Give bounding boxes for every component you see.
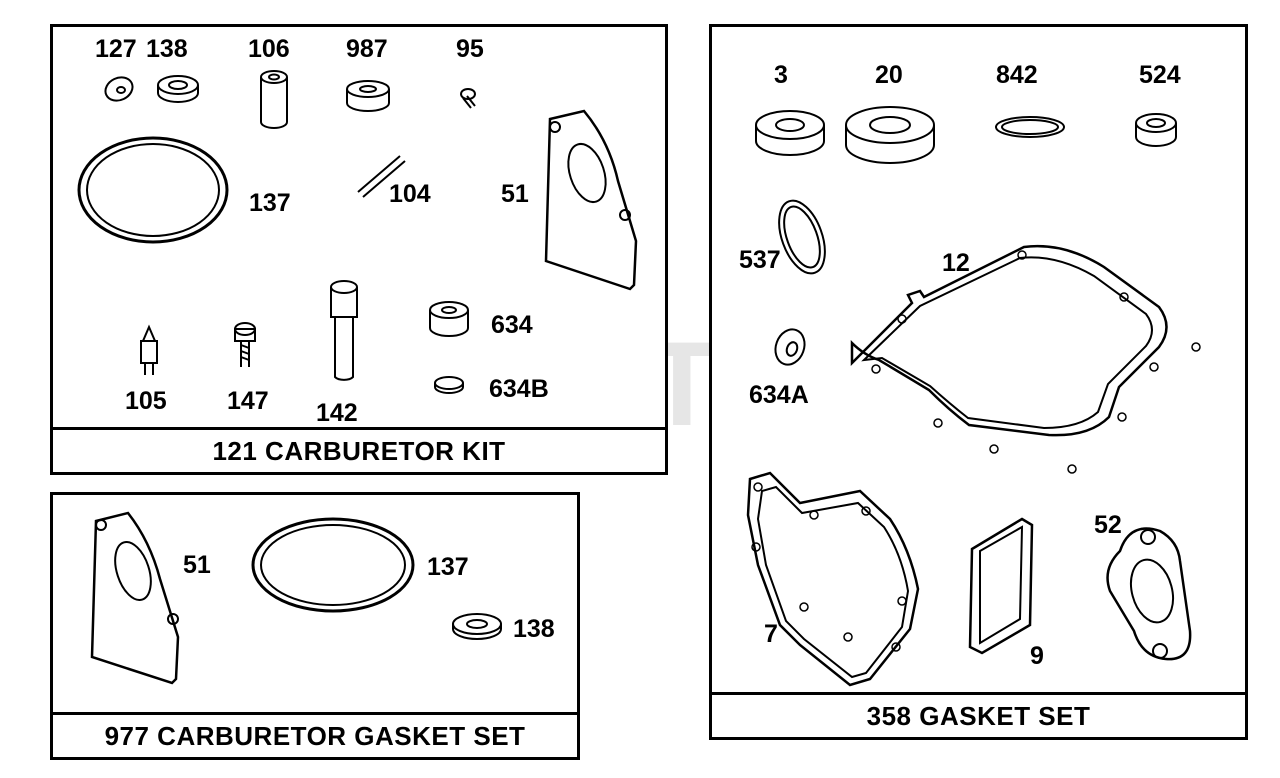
callout-137: 137 <box>427 553 469 581</box>
callout-104: 104 <box>389 180 431 208</box>
callout-51: 51 <box>183 551 211 579</box>
callout-147: 147 <box>227 387 269 415</box>
callout-95: 95 <box>456 35 484 63</box>
callout-634b: 634B <box>489 375 549 403</box>
carburetor-gasket-set-drawing <box>90 511 502 685</box>
callout-537: 537 <box>739 246 781 274</box>
carburetor-gasket-set-panel: 51 137 138 977 CARBURETOR GASKET SET <box>50 492 580 760</box>
callout-634: 634 <box>491 311 533 339</box>
callout-20: 20 <box>875 61 903 89</box>
carburetor-kit-panel: 127 138 106 987 95 137 104 51 634 634B 1… <box>50 24 668 475</box>
carburetor-gasket-set-title: 977 CARBURETOR GASKET SET <box>53 712 577 757</box>
gasket-set-panel: 3 20 842 524 537 12 634A 7 9 52 358 GASK… <box>709 24 1248 740</box>
callout-634a: 634A <box>749 381 809 409</box>
callout-51: 51 <box>501 180 529 208</box>
callout-105: 105 <box>125 387 167 415</box>
callout-138: 138 <box>146 35 188 63</box>
gasket-set-drawing <box>746 106 1201 687</box>
callout-106: 106 <box>248 35 290 63</box>
callout-7: 7 <box>764 620 778 648</box>
callout-137: 137 <box>249 189 291 217</box>
callout-987: 987 <box>346 35 388 63</box>
gasket-set-title: 358 GASKET SET <box>712 692 1245 737</box>
callout-127: 127 <box>95 35 137 63</box>
callout-3: 3 <box>774 61 788 89</box>
callout-12: 12 <box>942 249 970 277</box>
callout-524: 524 <box>1139 61 1181 89</box>
carburetor-kit-drawing <box>77 70 638 394</box>
carburetor-kit-title: 121 CARBURETOR KIT <box>53 427 665 472</box>
callout-9: 9 <box>1030 642 1044 670</box>
callout-142: 142 <box>316 399 358 427</box>
callout-842: 842 <box>996 61 1038 89</box>
callout-138: 138 <box>513 615 555 643</box>
callout-52: 52 <box>1094 511 1122 539</box>
